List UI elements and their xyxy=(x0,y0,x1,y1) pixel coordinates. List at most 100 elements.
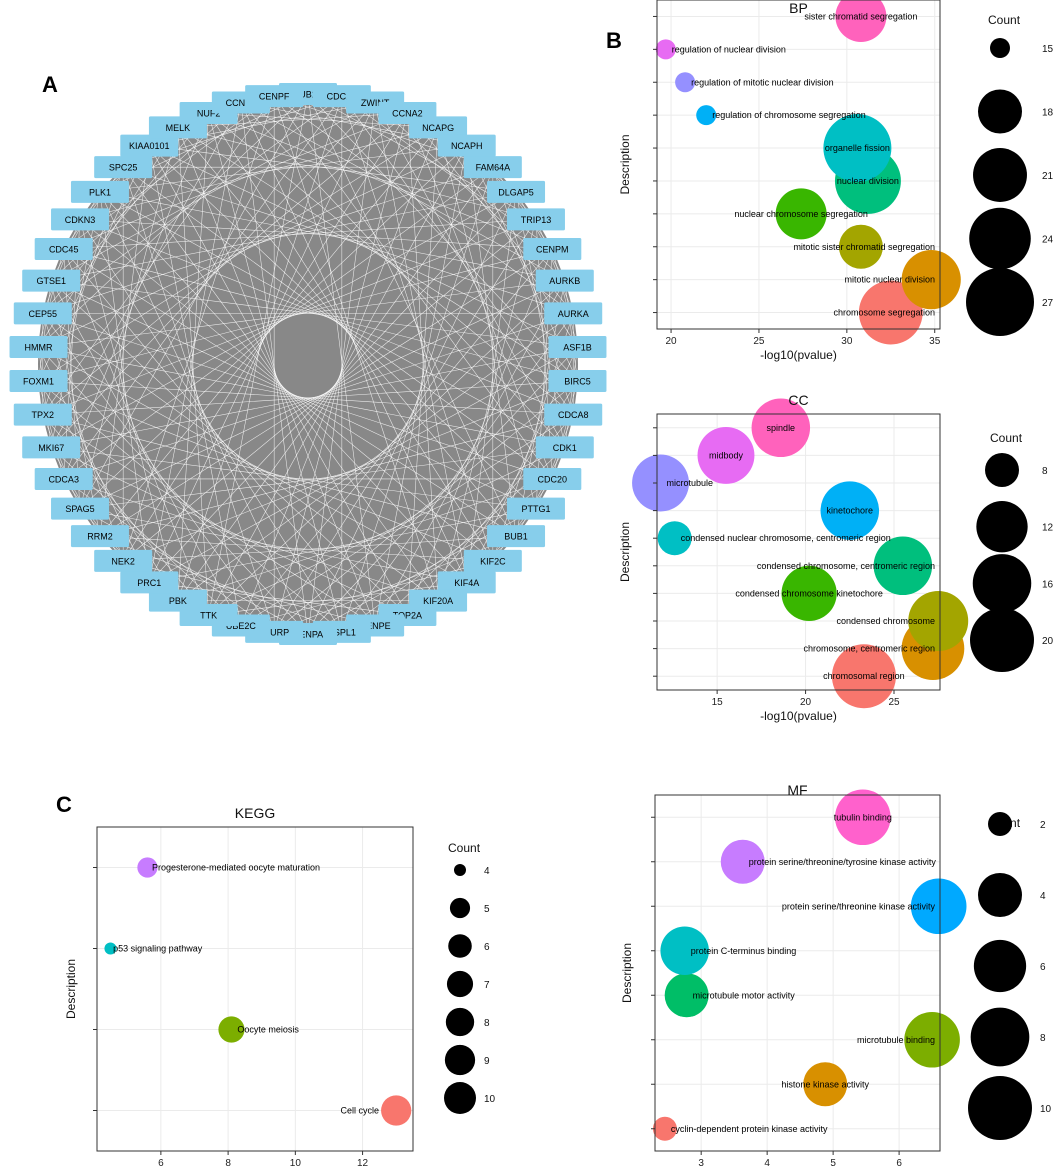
network-node-box xyxy=(22,269,81,292)
network-edge xyxy=(240,414,574,626)
network-edge xyxy=(407,112,439,601)
x-axis-title: -log10(pvalue) xyxy=(760,709,837,723)
x-tick-label: 20 xyxy=(665,336,677,347)
network-edge xyxy=(177,127,537,220)
network-node-label: HJURP xyxy=(259,627,289,637)
network-node-kif2c: KIF2C xyxy=(463,549,522,572)
network-edge xyxy=(63,248,376,626)
network-edge xyxy=(407,127,439,616)
legend-key-8 xyxy=(985,453,1019,487)
point-kinetochore xyxy=(820,481,880,540)
point-label-regulation-of-mitotic-nuclear-division: regulation of mitotic nuclear division xyxy=(691,77,834,87)
network-node-ncapg: NCAPG xyxy=(409,116,468,139)
network-node-label: TPX2 xyxy=(32,410,55,420)
legend-key-21 xyxy=(973,148,1027,202)
point-condensed-chromosome-centromeric-region xyxy=(873,536,933,596)
legend-key-7 xyxy=(446,970,474,998)
network-edge xyxy=(341,95,574,415)
network-node-box xyxy=(94,549,153,572)
point-microtubule-motor-activity xyxy=(664,973,709,1018)
network-edge xyxy=(149,145,242,626)
network-node-cdkn3: CDKN3 xyxy=(51,208,110,231)
network-edge xyxy=(149,582,408,616)
legend-title: Count xyxy=(988,13,1021,27)
network-edge xyxy=(208,112,494,561)
network-node-label: ZWINT xyxy=(361,98,390,108)
network-edge xyxy=(307,93,578,382)
network-edge xyxy=(208,447,565,616)
point-label-cyclin-dependent-protein-kinase-activity: cyclin-dependent protein kinase activity xyxy=(671,1124,828,1134)
chart-title: MF xyxy=(787,782,807,798)
network-edge xyxy=(149,508,537,583)
network-node-box xyxy=(94,156,153,179)
network-node-spag5: SPAG5 xyxy=(51,497,110,520)
point-organelle-fission xyxy=(823,114,892,183)
y-axis xyxy=(93,867,97,1111)
network-node-label: RRM2 xyxy=(87,532,113,542)
legend-label-10: 10 xyxy=(1040,1104,1052,1115)
point-label-regulation-of-nuclear-division: regulation of nuclear division xyxy=(672,44,786,54)
point-condensed-chromosome xyxy=(908,591,969,651)
network-edge xyxy=(273,219,537,633)
y-axis xyxy=(653,427,657,677)
legend-key-10 xyxy=(968,1076,1032,1140)
network-edge xyxy=(99,414,574,537)
network-edge xyxy=(63,248,578,382)
legend-key-6 xyxy=(973,939,1027,993)
network-node-label: CDKN3 xyxy=(65,215,96,225)
network-node-cdca3: CDCA3 xyxy=(34,467,93,490)
plot-background xyxy=(655,795,940,1151)
network-edge xyxy=(208,112,553,250)
legend-label-18: 18 xyxy=(1042,108,1054,119)
network-edge xyxy=(307,93,517,537)
network-node-label: CCNA2 xyxy=(392,108,423,118)
point-label-condensed-chromosome-centromeric-region: condensed chromosome, centromeric region xyxy=(757,561,935,571)
point-condensed-chromosome-kinetochore xyxy=(781,565,837,622)
network-edge xyxy=(79,219,179,601)
network-node-nek2: NEK2 xyxy=(94,549,153,572)
network-node-label: FAM64A xyxy=(476,163,511,173)
network-edge xyxy=(177,478,553,601)
network-node-label: TRIP13 xyxy=(521,215,552,225)
point-label-midbody: midbody xyxy=(709,450,744,460)
legend-label-4: 4 xyxy=(484,866,490,877)
network-node-label: GTSE1 xyxy=(36,276,66,286)
network-edge xyxy=(273,95,553,480)
network-node-label: BUB1 xyxy=(504,532,528,542)
network-node-label: CDC45 xyxy=(49,245,79,255)
network-node-box xyxy=(22,436,81,459)
network-node-box xyxy=(9,336,68,359)
network-edge xyxy=(177,313,574,601)
network-edge xyxy=(38,93,309,348)
legend-label-9: 9 xyxy=(484,1056,490,1067)
point-label-chromosomal-region: chromosomal region xyxy=(823,671,905,681)
network-node-label: MKI67 xyxy=(38,443,64,453)
network-node-box xyxy=(13,403,72,426)
network-edge xyxy=(341,313,574,633)
x-tick-label: 8 xyxy=(225,1158,231,1169)
network-edge xyxy=(63,478,439,601)
network-node-gtse1: GTSE1 xyxy=(22,269,81,292)
network-edge xyxy=(273,96,439,601)
network-node-label: ESPL1 xyxy=(328,627,356,637)
network-edge xyxy=(79,219,574,415)
legend-label-6: 6 xyxy=(1040,962,1046,973)
network-edge xyxy=(240,248,553,626)
x-tick-label: 25 xyxy=(888,697,900,708)
point-label-microtubule-motor-activity: microtubule motor activity xyxy=(693,990,796,1000)
point-protein-serine-threonine-tyrosine-kinase-activity xyxy=(720,839,765,884)
point-labels: cyclin-dependent protein kinase activity… xyxy=(671,812,936,1134)
network-edge xyxy=(51,447,408,616)
network-edge xyxy=(99,127,439,537)
network-node-label: CEP55 xyxy=(29,309,58,319)
network-node-box xyxy=(51,208,110,231)
point-label-microtubule-binding: microtubule binding xyxy=(857,1035,935,1045)
legend-label-27: 27 xyxy=(1042,298,1054,309)
network-node-birc5: BIRC5 xyxy=(548,369,607,392)
network-edge xyxy=(307,346,578,635)
point-label-condensed-nuclear-chromosome-centromeric-region: condensed nuclear chromosome, centromeri… xyxy=(681,533,891,543)
network-node-prc1: PRC1 xyxy=(120,571,179,594)
network-node-box xyxy=(437,571,496,594)
